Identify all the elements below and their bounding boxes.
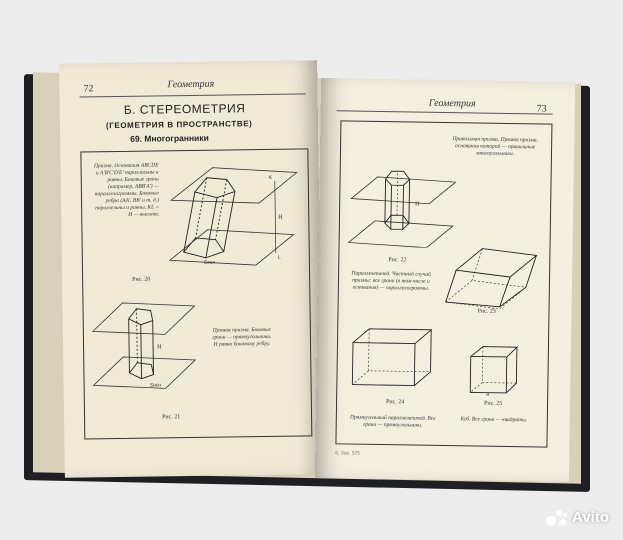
fig25-caption: Рис. 25 [484,400,503,407]
header-rule-right [336,110,553,115]
chapter-subtitle: (ГЕОМЕТРИЯ В ПРОСТРАНСТВЕ) [105,119,253,131]
chapter-title: Б. СТЕРЕОМЕТРИЯ [123,101,246,117]
fig22-note: Правильная призма. Прямая призма, основа… [452,136,538,158]
fig24-note: Прямоугольный параллелепипед. Все грани … [350,414,436,429]
svg-text:Sосн: Sосн [204,260,216,266]
fig21-right-prism: H Sосн [88,288,199,398]
avito-watermark: Avito [546,508,609,526]
fig24-caption: Рис. 24 [386,399,405,406]
left-running-head: Геометрия [167,78,215,91]
fig25-note: Куб. Все грани — квадраты. [460,416,528,424]
fig22-caption: Рис. 22 [388,257,407,264]
avito-wordmark: Avito [572,508,609,526]
avito-dots-icon [546,508,568,526]
svg-text:L: L [278,255,281,261]
fig20-note: Призма. Основания ABCDE и A'B'C'D'E' пар… [93,162,160,218]
section-heading: 69. Многогранники [130,132,209,144]
fig23-note: Параллелепипед. Частный случай призмы: в… [351,270,431,292]
fig23-caption: Рис. 23 [477,308,496,315]
fig24-cuboid [348,325,435,390]
svg-text:K: K [269,175,273,181]
svg-text:H: H [415,202,420,208]
fig22-regular-prism: H [345,128,459,249]
fig23-parallelepiped [442,240,541,310]
left-page: 72 Геометрия Б. СТЕРЕОМЕТРИЯ (ГЕОМЕТРИЯ … [59,60,323,478]
svg-text:H: H [157,344,162,350]
svg-text:H: H [278,215,283,221]
fig21-note: Прямая призма. Боковые грани — прямоугол… [212,326,272,348]
printer-mark: 6. Зак. 375 [335,450,360,457]
fig20-caption: Рис. 20 [132,276,151,283]
fig20-oblique-prism: H K L Sосн [162,154,300,280]
right-page: Геометрия 73 H Правильная призма. Прямая… [314,78,576,482]
fig21-caption: Рис. 21 [162,414,181,421]
right-running-head: Геометрия [428,97,476,110]
fig25-cube: a [466,342,521,397]
svg-text:Sосн: Sосн [150,382,162,388]
svg-text:a: a [486,392,489,398]
header-rule [79,93,306,98]
left-page-number: 72 [83,83,94,95]
